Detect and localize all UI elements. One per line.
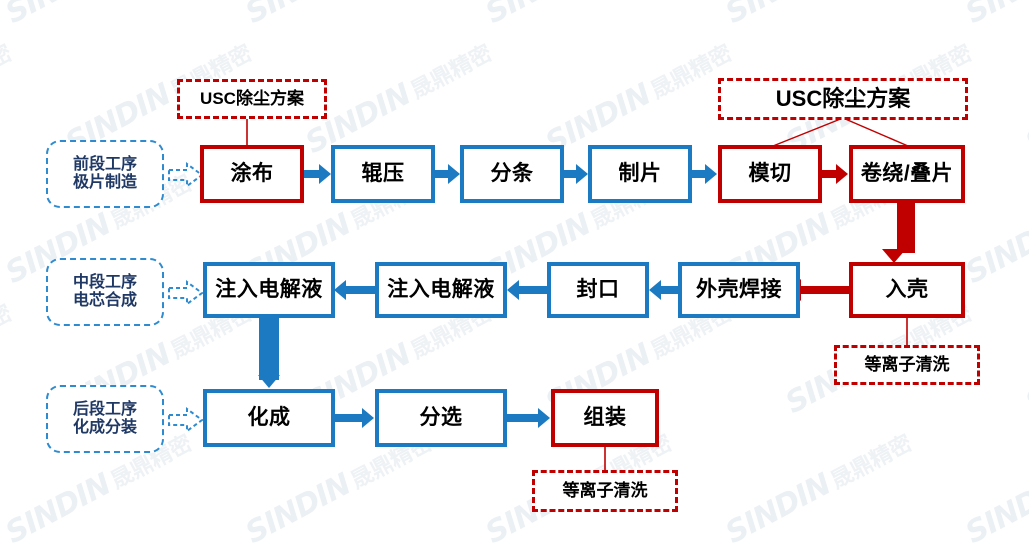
connector-ruke-waike [800, 286, 852, 294]
connector-waike-fengkou [660, 286, 682, 294]
arrowhead-zuzhuang-icon [538, 408, 550, 428]
watermark-text: SINDIN晟鼎精密 [240, 0, 438, 31]
step-moqie-label: 模切 [748, 161, 792, 185]
watermark-text: SINDIN晟鼎精密 [480, 0, 678, 31]
step-moqie[interactable]: 模切 [718, 145, 822, 203]
arrowhead-huacheng-icon [258, 375, 280, 388]
watermark-text: SINDIN晟鼎精密 [0, 294, 18, 421]
step-zhuye-2-label: 注入电解液 [387, 277, 495, 301]
connector-fengkou-zhuye2 [518, 286, 550, 294]
connector-fenxuan-zuzhuang [507, 414, 539, 422]
note-plasma-ruke-label: 等离子清洗 [864, 355, 950, 375]
stage-arrow-middle-icon [168, 280, 204, 306]
connector-gunya-fentiao [435, 170, 449, 178]
arrowhead-moqie-icon [705, 164, 717, 184]
step-huacheng-label: 化成 [247, 405, 291, 429]
step-zuzhuang[interactable]: 组装 [551, 389, 659, 447]
stage-arrow-front-icon [168, 162, 204, 188]
note-usc-cutting-winding[interactable]: USC除尘方案 [718, 78, 968, 120]
step-tubu[interactable]: 涂布 [200, 145, 304, 203]
step-zhipian-label: 制片 [618, 161, 662, 185]
arrowhead-zhuye-2-icon [507, 280, 519, 300]
stage-label-back: 后段工序 化成分装 [46, 385, 164, 453]
note-usc-coating[interactable]: USC除尘方案 [177, 79, 327, 119]
note-line-usc-cutting-winding [772, 117, 909, 147]
stage-label-front-line2: 极片制造 [72, 174, 137, 191]
step-ruke-label: 入壳 [885, 277, 929, 301]
step-zhipian[interactable]: 制片 [588, 145, 692, 203]
arrowhead-ruke-icon [882, 249, 906, 263]
step-zhuye-1-label: 注入电解液 [215, 277, 323, 301]
connector-zhuye2-zhuye1 [345, 286, 377, 294]
step-juanrao[interactable]: 卷绕/叠片 [849, 145, 965, 203]
step-zhuye-1[interactable]: 注入电解液 [203, 262, 335, 318]
connector-juanrao-ruke [897, 203, 915, 253]
step-waike-label: 外壳焊接 [696, 277, 782, 301]
arrowhead-zhuye-1-icon [334, 280, 346, 300]
arrowhead-fengkou-icon [649, 280, 661, 300]
arrowhead-fenxuan-icon [362, 408, 374, 428]
step-fentiao-label: 分条 [490, 161, 534, 185]
arrowhead-zhipian-icon [576, 164, 588, 184]
watermark-text: SINDIN晟鼎精密 [540, 34, 738, 161]
arrowhead-juanrao-icon [836, 164, 848, 184]
step-gunya[interactable]: 辊压 [331, 145, 435, 203]
step-huacheng[interactable]: 化成 [203, 389, 335, 447]
note-usc-cutting-winding-label: USC除尘方案 [775, 86, 911, 112]
connector-tubu-gunya [304, 170, 320, 178]
step-fenxuan[interactable]: 分选 [375, 389, 507, 447]
note-line-plasma-ruke [906, 318, 908, 346]
stage-label-front-line1: 前段工序 [72, 155, 137, 173]
watermark-text: SINDIN晟鼎精密 [1020, 294, 1029, 421]
stage-label-front: 前段工序 极片制造 [46, 140, 164, 208]
stage-label-middle: 中段工序 电芯合成 [46, 258, 164, 326]
stage-label-middle-line1: 中段工序 [72, 273, 137, 291]
note-plasma-zuzhuang[interactable]: 等离子清洗 [532, 470, 678, 512]
watermark-text: SINDIN晟鼎精密 [720, 0, 918, 31]
step-fengkou-label: 封口 [576, 277, 620, 301]
step-juanrao-label: 卷绕/叠片 [860, 161, 954, 185]
stage-arrow-back-icon [168, 407, 204, 433]
watermark-text: SINDIN晟鼎精密 [960, 164, 1029, 291]
connector-huacheng-fenxuan [335, 414, 363, 422]
stage-label-back-line1: 后段工序 [72, 400, 137, 418]
step-fentiao[interactable]: 分条 [460, 145, 564, 203]
note-usc-coating-label: USC除尘方案 [200, 89, 304, 109]
arrowhead-fentiao-icon [448, 164, 460, 184]
step-waike[interactable]: 外壳焊接 [678, 262, 800, 318]
connector-fentiao-zhipian [564, 170, 577, 178]
note-line-usc-coating [246, 118, 248, 148]
watermark-text: SINDIN晟鼎精密 [1020, 34, 1029, 161]
step-fengkou[interactable]: 封口 [547, 262, 649, 318]
note-plasma-ruke[interactable]: 等离子清洗 [834, 345, 980, 385]
watermark-text: SINDIN晟鼎精密 [0, 0, 198, 31]
step-ruke[interactable]: 入壳 [849, 262, 965, 318]
stage-label-back-line2: 化成分装 [72, 419, 137, 436]
arrowhead-gunya-icon [319, 164, 331, 184]
stage-label-middle-line2: 电芯合成 [72, 292, 137, 309]
connector-moqie-juanrao [822, 170, 837, 178]
connector-zhuye1-huacheng [259, 318, 279, 380]
step-fenxuan-label: 分选 [419, 405, 463, 429]
watermark-text: SINDIN晟鼎精密 [960, 424, 1029, 551]
watermark-text: SINDIN晟鼎精密 [960, 0, 1029, 31]
step-tubu-label: 涂布 [230, 161, 274, 185]
connector-zhipian-moqie [692, 170, 706, 178]
step-gunya-label: 辊压 [361, 161, 405, 185]
watermark-text: SINDIN晟鼎精密 [300, 34, 498, 161]
watermark-text: SINDIN晟鼎精密 [720, 424, 918, 551]
step-zuzhuang-label: 组装 [583, 405, 627, 429]
step-zhuye-2[interactable]: 注入电解液 [375, 262, 507, 318]
watermark-text: SINDIN晟鼎精密 [0, 34, 18, 161]
note-plasma-zuzhuang-label: 等离子清洗 [562, 481, 648, 501]
